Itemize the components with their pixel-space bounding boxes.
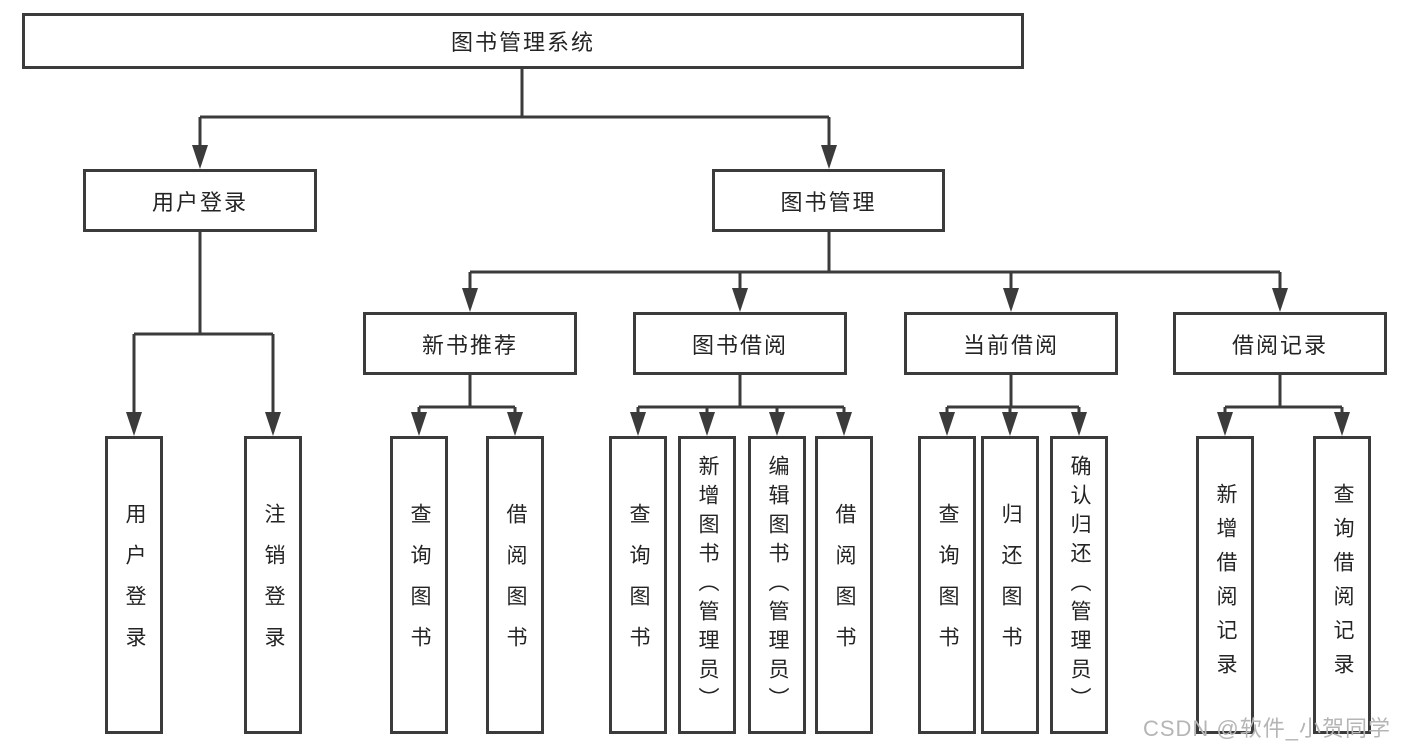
leaf-confirm-return-admin: 确认归还（管理员） xyxy=(1050,436,1108,734)
arrow-icon xyxy=(1272,288,1288,312)
arrow-icon xyxy=(462,288,478,312)
leaf-query-borrow-record: 查询借阅记录 xyxy=(1313,436,1371,734)
arrow-icon xyxy=(1217,412,1233,436)
arrow-icon xyxy=(1003,288,1019,312)
leaf-user-login: 用户登录 xyxy=(105,436,163,734)
arrow-icon xyxy=(821,145,837,169)
leaf-query-books-borrow: 查询图书 xyxy=(609,436,667,734)
arrow-icon xyxy=(769,412,785,436)
leaf-edit-books-admin: 编辑图书（管理员） xyxy=(748,436,806,734)
arrow-icon xyxy=(732,288,748,312)
leaf-query-books-current: 查询图书 xyxy=(918,436,976,734)
watermark: CSDN @软件_小贺同学 xyxy=(1142,716,1391,741)
arrow-icon xyxy=(1334,412,1350,436)
node-book-management: 图书管理 xyxy=(712,169,945,232)
arrow-icon xyxy=(836,412,852,436)
leaf-borrow-books: 借阅图书 xyxy=(815,436,873,734)
arrow-icon xyxy=(507,412,523,436)
node-user-login: 用户登录 xyxy=(83,169,317,232)
arrow-icon xyxy=(126,412,142,436)
leaf-add-books-admin: 新增图书（管理员） xyxy=(678,436,736,734)
connector-strokes xyxy=(132,68,1344,432)
leaf-logout: 注销登录 xyxy=(244,436,302,734)
arrow-icon xyxy=(411,412,427,436)
leaf-query-books-recommend: 查询图书 xyxy=(390,436,448,734)
leaf-borrow-books-recommend: 借阅图书 xyxy=(486,436,544,734)
arrow-icon xyxy=(699,412,715,436)
arrow-icon xyxy=(265,412,281,436)
leaf-add-borrow-record: 新增借阅记录 xyxy=(1196,436,1254,734)
leaf-return-books: 归还图书 xyxy=(981,436,1039,734)
node-book-borrow: 图书借阅 xyxy=(633,312,847,375)
arrow-icon xyxy=(1071,412,1087,436)
node-borrow-records: 借阅记录 xyxy=(1173,312,1387,375)
arrow-icon xyxy=(1002,412,1018,436)
node-root-system: 图书管理系统 xyxy=(22,13,1024,69)
arrow-icon xyxy=(630,412,646,436)
arrow-icon xyxy=(192,145,208,169)
node-current-borrow: 当前借阅 xyxy=(904,312,1118,375)
node-new-book-recommend: 新书推荐 xyxy=(363,312,577,375)
arrow-icon xyxy=(939,412,955,436)
